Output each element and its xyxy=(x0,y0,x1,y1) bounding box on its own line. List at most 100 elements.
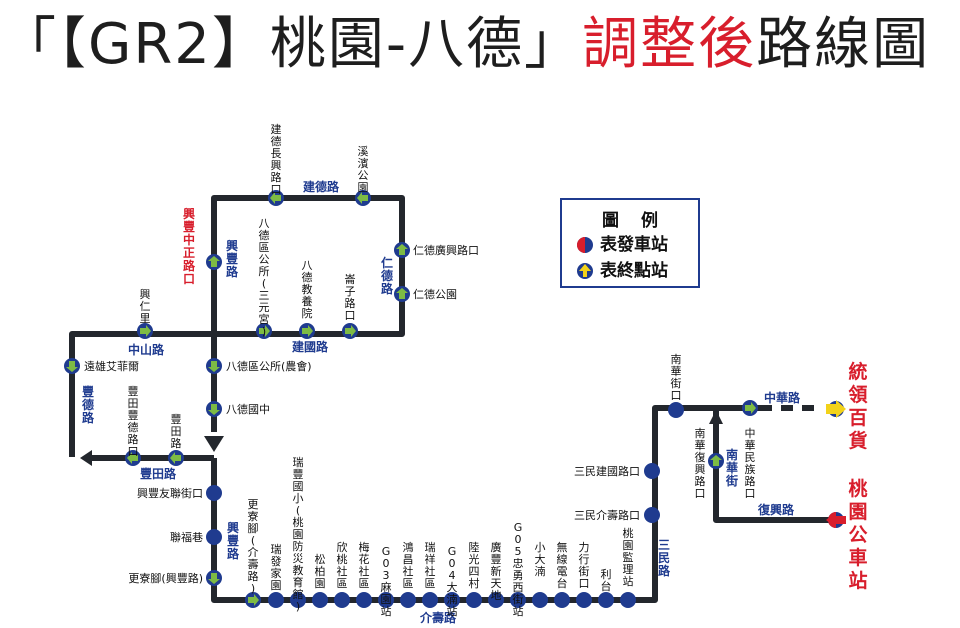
stop-marker-qizi xyxy=(342,323,358,339)
label-stops-fengtian: 豐田路 xyxy=(171,413,182,450)
stop-marker-xingfeng-youlian xyxy=(206,485,222,501)
label-stops-xibin-park: 溪濱公園 xyxy=(358,145,369,194)
stop-marker-fengtian xyxy=(168,450,184,466)
label-stops-prison: 桃園監理站 xyxy=(623,526,634,588)
label-stops-bade-junior: 八德國中 xyxy=(226,402,270,416)
label-roads-xingfeng: 興豐路 xyxy=(226,238,239,279)
label-roads-nanhua: 南華街 xyxy=(725,447,738,488)
label-stops-bade-office-farm: 八德區公所(農會) xyxy=(226,359,312,373)
stop-marker-lixing xyxy=(576,592,592,608)
route-line-upper-loop xyxy=(69,195,405,457)
stop-marker-guangfeng xyxy=(488,592,504,608)
terminal-marker-bottom xyxy=(826,512,846,528)
label-roads-xingfeng-zhongzheng: 興豐中正路口 xyxy=(183,206,196,286)
road-label-jianguo: 建國路 xyxy=(291,339,329,354)
stop-marker-litai xyxy=(598,592,614,608)
stop-marker-hongchang xyxy=(400,592,416,608)
stop-marker-fengtian-fengde xyxy=(125,450,141,466)
legend-terminal-label: 表終點站 xyxy=(600,261,668,281)
stop-marker-jiande-changxing xyxy=(268,190,284,206)
stop-marker-renxing-park xyxy=(394,286,410,302)
stop-marker-xiaodanan xyxy=(532,592,548,608)
label-stops-nanhua-top: 南華街口 xyxy=(671,353,682,402)
legend-terminal: 表終點站 xyxy=(576,260,668,282)
label-stops-bade-education: 八德教養院 xyxy=(302,259,313,320)
stop-marker-yuanxiong xyxy=(64,358,80,374)
stop-marker-sanmin-jieshou xyxy=(644,507,660,523)
stop-marker-ruifeng xyxy=(290,592,306,608)
label-stops-litai: 利台 xyxy=(601,568,612,593)
legend-box: 圖例 表發車站 表終點站 xyxy=(560,198,700,288)
stop-marker-xingren xyxy=(137,323,153,339)
route-arrow-up-nanhua xyxy=(709,410,723,424)
stop-marker-sanmin-jianguo xyxy=(644,463,660,479)
departure-marker-icon xyxy=(577,237,593,253)
label-stops-songbo: 松柏園 xyxy=(315,552,326,590)
label-stops-gengliao-xingfeng: 更寮腳(興豐路) xyxy=(128,571,203,585)
stop-marker-bade-junior xyxy=(206,401,222,417)
stop-marker-gengliao-jieshou xyxy=(245,592,261,608)
label-stops-fengtian-fengde: 豐田豐德路口 xyxy=(128,385,139,458)
label-roads-fengde: 豐德路 xyxy=(82,384,95,425)
title-prefix: 「【GR2】桃園-八德」 xyxy=(0,12,583,77)
route-line-nanhua xyxy=(713,408,836,523)
stop-marker-xintao xyxy=(334,592,350,608)
stop-marker-nanhua-top xyxy=(668,402,684,418)
label-stops-zhonghua-minzu: 中華民族路口 xyxy=(745,427,756,500)
stop-marker-bade-office-sanyuan xyxy=(256,323,272,339)
label-stops-jiande-changxing: 建德長興路口 xyxy=(271,122,282,196)
page-title: 「【GR2】桃園-八德」調整後路線圖 xyxy=(0,0,960,90)
label-stops-nanhua-fuxing: 南華復興路口 xyxy=(695,427,706,500)
stop-marker-gengliao-xingfeng xyxy=(206,570,222,586)
stop-marker-luguang xyxy=(466,592,482,608)
stop-marker-wuxian xyxy=(554,592,570,608)
stop-marker-ruifa xyxy=(268,592,284,608)
road-label-fuxing: 復興路 xyxy=(757,502,795,517)
stop-marker-meihua xyxy=(356,592,372,608)
label-stops-xintao: 欣桃社區 xyxy=(337,540,348,590)
label-stops-bade-office-sanyuan: 八德區公所(三元宮) xyxy=(259,217,270,338)
stop-marker-bade-education xyxy=(299,323,315,339)
label-stops-ruifeng: 瑞豐國小(桃園防災教育館) xyxy=(293,455,304,613)
stop-marker-ruixiang xyxy=(422,592,438,608)
label-stops-yuanxiong: 遠雄艾菲爾 xyxy=(84,359,139,373)
stop-marker-g04 xyxy=(444,592,460,608)
road-label-zhonghua: 中華路 xyxy=(764,390,801,405)
label-roads-xingfeng-lower: 興豐路 xyxy=(227,520,240,561)
label-stops-sanmin-jianguo: 三民建國路口 xyxy=(574,464,640,478)
label-stops-ruifa: 瑞發家園 xyxy=(271,542,282,592)
label-stops-lixing: 力行街口 xyxy=(579,541,590,590)
label-stops-sanmin-jieshou: 三民介壽路口 xyxy=(574,508,640,522)
road-label-jieshou: 介壽路 xyxy=(419,610,457,625)
road-label-jiande: 建德路 xyxy=(302,179,340,194)
stop-marker-zhonghua-minzu xyxy=(742,400,758,416)
terminal-marker-icon xyxy=(577,263,593,279)
label-roads-renxing: 仁德路 xyxy=(381,255,394,296)
label-stops-qizi: 崙子路口 xyxy=(345,273,356,322)
label-stops-renxing-park: 仁德公園 xyxy=(413,287,457,301)
legend-title: 圖例 xyxy=(602,211,680,231)
terminal-label-bottom: 桃園公車站 xyxy=(848,478,868,592)
legend-departure-label: 表發車站 xyxy=(600,235,668,255)
road-label-fengtian: 豐田路 xyxy=(140,466,177,481)
label-stops-ruixiang: 瑞祥社區 xyxy=(425,540,436,590)
title-suffix: 路線圖 xyxy=(756,12,931,77)
title-highlight: 調整後 xyxy=(582,12,757,77)
stop-marker-prison xyxy=(620,592,636,608)
label-stops-gengliao-jieshou: 更寮腳(介壽路) xyxy=(248,498,259,595)
stop-marker-g03 xyxy=(378,592,394,608)
stop-marker-xibin-park xyxy=(355,190,371,206)
stop-marker-renxing-guangxing xyxy=(394,242,410,258)
legend-departure: 表發車站 xyxy=(576,234,668,256)
route-arrow-down xyxy=(204,436,224,452)
label-stops-renxing-guangxing: 仁德廣興路口 xyxy=(413,243,479,257)
label-roads-sanmin: 三民路 xyxy=(658,538,671,578)
stop-marker-g05 xyxy=(510,592,526,608)
label-stops-meihua: 梅花社區 xyxy=(359,540,370,590)
road-label-zhongshan: 中山路 xyxy=(128,342,165,357)
label-stops-lianfu: 聯福巷 xyxy=(170,530,203,544)
